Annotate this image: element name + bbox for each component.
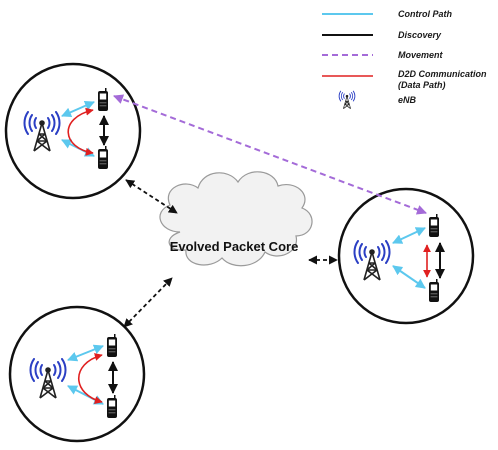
- control-path-arrow: [61, 101, 95, 117]
- legend-movement-label: Movement: [398, 50, 444, 60]
- mobile-phone-icon: [107, 395, 117, 418]
- control-path-arrow: [392, 227, 426, 244]
- legend-movement: Movement: [322, 50, 444, 60]
- mobile-phone-icon: [429, 279, 439, 302]
- legend-control-path-label: Control Path: [398, 9, 452, 19]
- cell-top-left: [4, 62, 142, 200]
- legend-enb-icon: [338, 90, 356, 110]
- mobile-phone-icon: [98, 146, 108, 169]
- d2d-arrow: [67, 107, 94, 156]
- cell-bottom-left: [8, 305, 146, 443]
- legend-discovery: Discovery: [322, 30, 442, 40]
- evolved-packet-core: Evolved Packet Core: [159, 171, 313, 267]
- legend-discovery-label: Discovery: [398, 30, 442, 40]
- legend-control-path: Control Path: [322, 9, 452, 19]
- legend-d2d: D2D Communication (Data Path): [322, 69, 487, 90]
- legend-enb: eNB: [338, 90, 417, 110]
- backhaul-link-bottom-left: [123, 277, 173, 328]
- core-label: Evolved Packet Core: [170, 239, 299, 254]
- legend-d2d-label-line1: D2D Communication: [398, 69, 487, 79]
- d2d-arrow: [77, 353, 103, 405]
- legend-d2d-label-line2: (Data Path): [398, 80, 446, 90]
- control-path-arrow: [392, 265, 426, 289]
- legend-enb-label: eNB: [398, 95, 417, 105]
- mobile-phone-icon: [107, 334, 117, 357]
- cell-right: [337, 187, 475, 325]
- legend: Control Path Discovery Movement D2D Comm…: [322, 9, 487, 110]
- mobile-phone-icon: [98, 88, 108, 111]
- movement-arrow: [113, 94, 427, 215]
- control-path-arrow: [67, 344, 104, 362]
- mobile-phone-icon: [429, 214, 439, 237]
